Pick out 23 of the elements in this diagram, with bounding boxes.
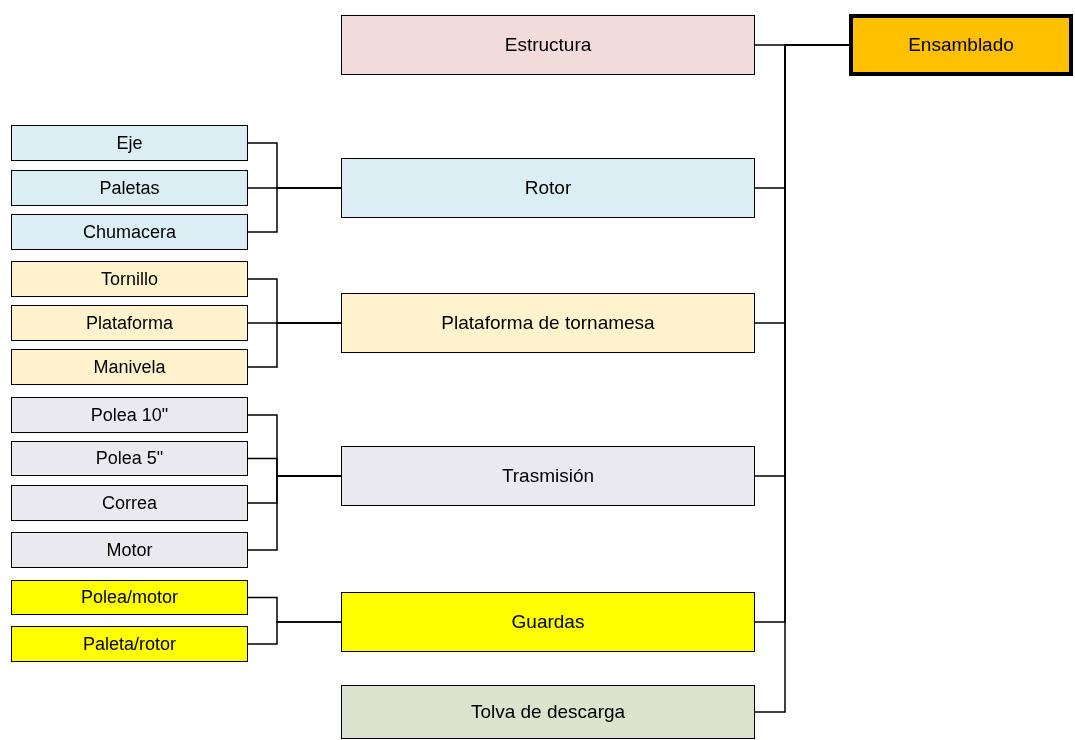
component-box: Ensamblado	[849, 14, 1073, 76]
part-box: Motor	[11, 532, 248, 568]
component-box: Tolva de descarga	[341, 685, 755, 739]
part-box: Polea 5"	[11, 441, 248, 476]
part-box: Correa	[11, 485, 248, 521]
connector-line	[247, 187, 342, 233]
part-box: Polea/motor	[11, 580, 248, 615]
connector-line	[247, 322, 342, 368]
component-box: Guardas	[341, 592, 755, 652]
part-box: Plataforma	[11, 305, 248, 341]
part-box: Chumacera	[11, 214, 248, 250]
component-box: Plataforma de tornamesa	[341, 293, 755, 353]
part-box: Manivela	[11, 349, 248, 385]
part-box: Paletas	[11, 170, 248, 206]
part-box: Tornillo	[11, 261, 248, 297]
connector-line	[247, 475, 342, 551]
component-box: Rotor	[341, 158, 755, 218]
component-box: Estructura	[341, 15, 755, 75]
part-box: Paleta/rotor	[11, 626, 248, 662]
component-box: Trasmisión	[341, 446, 755, 506]
part-box: Eje	[11, 125, 248, 161]
connector-line	[247, 621, 342, 645]
part-box: Polea 10"	[11, 397, 248, 433]
